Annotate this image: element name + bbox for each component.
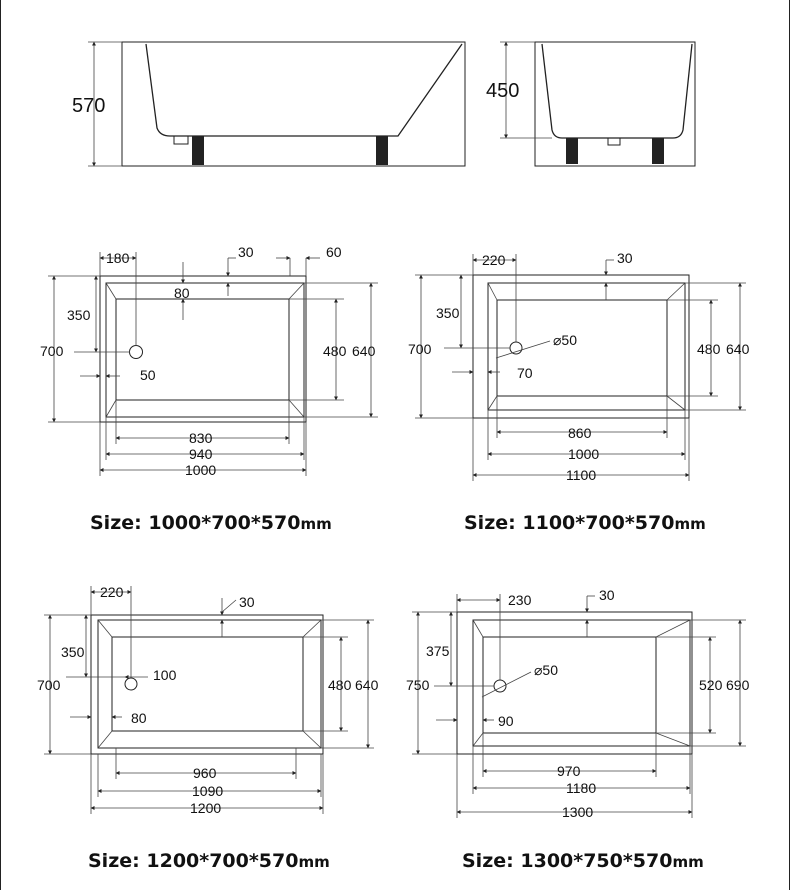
plan-1300-w-inner: 970 bbox=[557, 763, 581, 779]
plan-1300-w-mid: 1180 bbox=[566, 780, 596, 796]
size-unit: mm bbox=[300, 515, 332, 533]
size-caption-1100: Size: 1100*700*570mm bbox=[464, 512, 706, 534]
plan-1100: 220 30 700 350 ⌀50 70 480 640 860 1000 1… bbox=[408, 250, 750, 483]
elevation-long-tub bbox=[145, 43, 463, 137]
plan-1000-drain-x: 50 bbox=[140, 367, 156, 383]
plan-1000-w-mid: 940 bbox=[189, 446, 213, 462]
plan-1300-w-outer: 1300 bbox=[562, 804, 593, 820]
plan-1000-outer-h: 700 bbox=[40, 343, 64, 359]
elevation-long-height: 570 bbox=[72, 95, 105, 117]
elevation-short-foot-left bbox=[566, 138, 578, 164]
plan-1100-inner-h: 480 bbox=[697, 341, 721, 357]
plan-1000-rim-top: 30 bbox=[238, 244, 254, 260]
plan-1000-outer bbox=[99, 275, 307, 423]
elevation-short: 450 bbox=[486, 41, 696, 167]
plan-1100-rim bbox=[487, 282, 686, 411]
plan-1100-drain bbox=[509, 341, 523, 355]
plan-1300: 230 30 750 375 ⌀50 90 520 690 970 1180 1… bbox=[406, 587, 750, 820]
elevation-long-foot-right bbox=[376, 136, 388, 165]
size-value: 1200*700*570 bbox=[146, 850, 299, 872]
size-value: 1100*700*570 bbox=[522, 512, 675, 534]
elevation-short-height: 450 bbox=[486, 80, 519, 102]
plan-1200-outer-h: 700 bbox=[37, 677, 61, 693]
plan-1100-drain-offset: 220 bbox=[482, 252, 506, 268]
size-caption-1200: Size: 1200*700*570mm bbox=[88, 850, 330, 872]
elevation-short-waste bbox=[607, 137, 621, 146]
plan-1200-mid-h: 640 bbox=[355, 677, 379, 693]
plan-1100-w-outer: 1100 bbox=[566, 467, 596, 483]
plan-1000-mid-h: 640 bbox=[352, 343, 376, 359]
elevation-long-frame bbox=[121, 41, 466, 167]
plan-1200-drain-gap: 100 bbox=[153, 667, 177, 683]
plan-1100-outer bbox=[472, 274, 690, 419]
plan-1000-inner-h: 480 bbox=[323, 343, 347, 359]
plan-1100-drain-diam: ⌀50 bbox=[553, 332, 577, 348]
left-border bbox=[0, 0, 1, 890]
plan-1200-basin bbox=[111, 636, 304, 732]
size-value: 1000*700*570 bbox=[148, 512, 301, 534]
size-unit: mm bbox=[672, 853, 704, 871]
plan-1300-basin bbox=[482, 636, 657, 734]
plan-1300-rim-top: 30 bbox=[599, 587, 615, 603]
size-value: 1300*750*570 bbox=[520, 850, 673, 872]
plan-1300-rim bbox=[472, 619, 691, 747]
elevation-short-foot-right bbox=[652, 138, 664, 164]
size-label: Size: bbox=[462, 850, 514, 872]
plan-1000-drain-offset: 180 bbox=[106, 250, 130, 266]
plan-1000-w-outer: 1000 bbox=[185, 462, 216, 478]
plan-1200-inner-h: 480 bbox=[328, 677, 352, 693]
plan-1200-rim bbox=[97, 619, 322, 749]
plan-1000-rim bbox=[105, 282, 305, 418]
plan-1200-drain-x: 80 bbox=[131, 710, 147, 726]
size-unit: mm bbox=[674, 515, 706, 533]
size-label: Size: bbox=[464, 512, 516, 534]
elevation-short-tub bbox=[541, 43, 693, 139]
plan-1300-drain-y: 375 bbox=[426, 643, 450, 659]
size-label: Size: bbox=[90, 512, 142, 534]
plan-1300-outer bbox=[456, 611, 693, 755]
plan-1300-outer-h: 750 bbox=[406, 677, 430, 693]
plan-1200-w-outer: 1200 bbox=[190, 800, 221, 816]
plan-1100-w-inner: 860 bbox=[568, 425, 592, 441]
plan-1000: 180 30 60 80 700 350 50 480 640 830 940 … bbox=[40, 244, 378, 478]
plan-1000-inner-rim: 80 bbox=[174, 285, 190, 301]
plan-1200-outer bbox=[90, 614, 324, 755]
size-caption-1000: Size: 1000*700*570mm bbox=[90, 512, 332, 534]
plan-1100-rim-top: 30 bbox=[617, 250, 633, 266]
plan-1300-drain-diam: ⌀50 bbox=[534, 662, 558, 678]
plan-1300-drain-offset: 230 bbox=[508, 592, 532, 608]
elevation-long-foot-left bbox=[192, 136, 204, 165]
plan-1200: 220 30 700 350 100 80 480 640 960 1090 1… bbox=[37, 584, 379, 816]
plan-1000-w-inner: 830 bbox=[189, 430, 213, 446]
plan-1000-drain-y: 350 bbox=[67, 307, 91, 323]
plan-1100-outer-h: 700 bbox=[408, 341, 432, 357]
plan-1200-w-mid: 1090 bbox=[192, 783, 223, 799]
plan-1100-drain-x: 70 bbox=[517, 365, 533, 381]
plan-1100-drain-y: 350 bbox=[436, 305, 460, 321]
size-label: Size: bbox=[88, 850, 140, 872]
plan-1300-mid-h: 690 bbox=[726, 677, 750, 693]
plan-1200-drain bbox=[124, 677, 138, 691]
size-unit: mm bbox=[298, 853, 330, 871]
elevation-long-waste bbox=[173, 135, 189, 145]
plan-1300-inner-h: 520 bbox=[699, 677, 723, 693]
plan-1100-w-mid: 1000 bbox=[568, 446, 599, 462]
plan-1200-drain-y: 350 bbox=[61, 644, 85, 660]
elevation-long: 570 bbox=[72, 41, 466, 167]
plan-1200-w-inner: 960 bbox=[193, 765, 217, 781]
plan-1100-mid-h: 640 bbox=[726, 341, 750, 357]
plan-1000-rim-side: 60 bbox=[326, 244, 342, 260]
plan-1300-drain-x: 90 bbox=[498, 713, 514, 729]
plan-1200-drain-offset: 220 bbox=[100, 584, 124, 600]
elevation-short-frame bbox=[534, 41, 696, 167]
size-caption-1300: Size: 1300*750*570mm bbox=[462, 850, 704, 872]
plan-1000-drain bbox=[129, 345, 143, 359]
plan-1200-rim-top: 30 bbox=[239, 594, 255, 610]
plan-1000-basin bbox=[115, 298, 290, 401]
